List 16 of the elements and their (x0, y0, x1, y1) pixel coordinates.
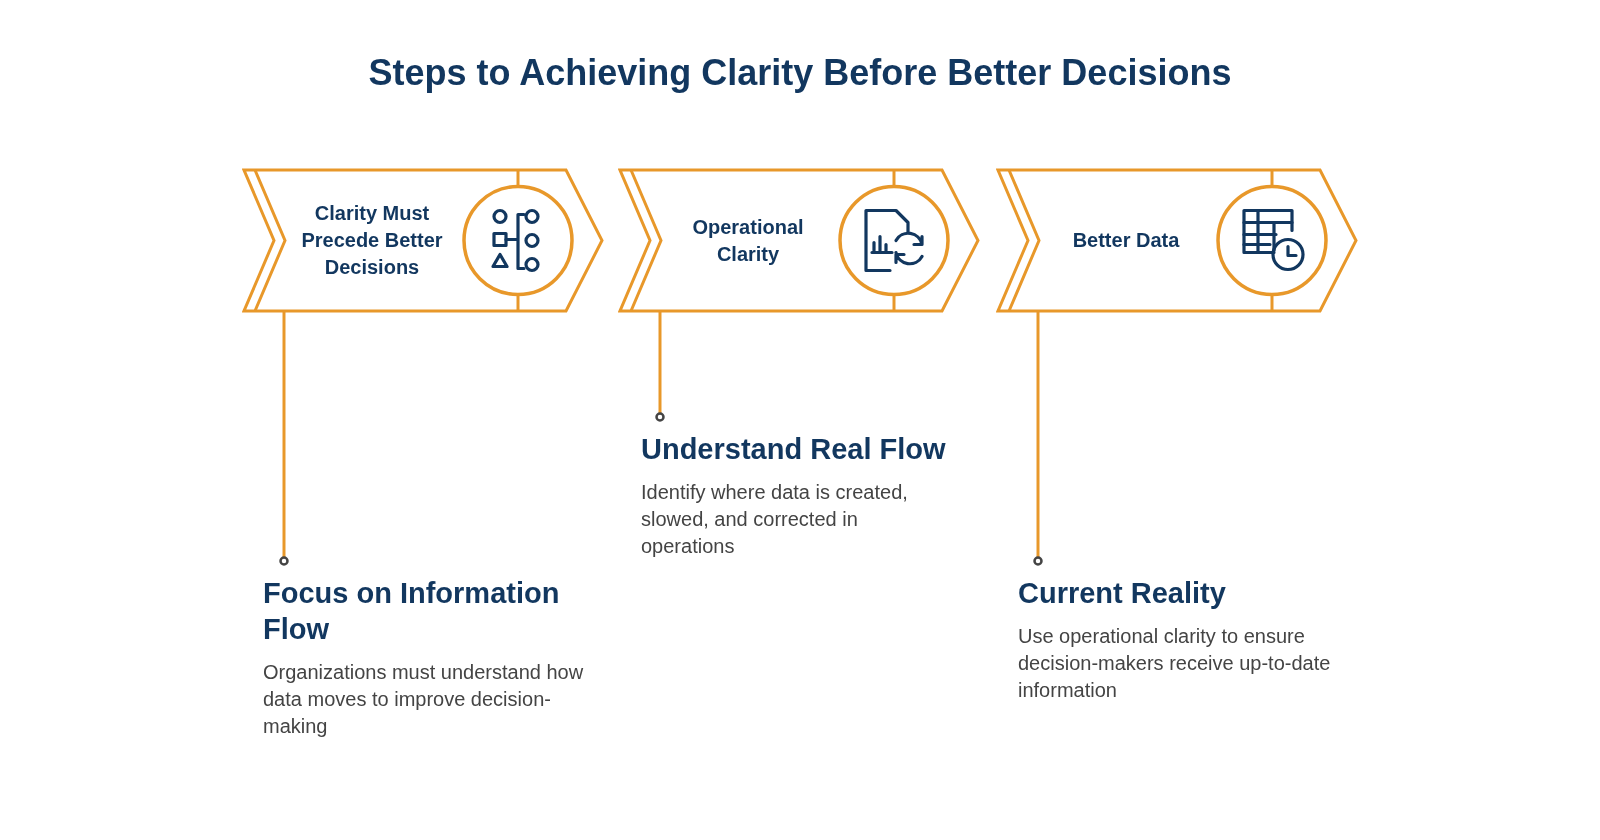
step-title: Better Data (1071, 228, 1181, 253)
step-heading: Current Reality (1018, 576, 1227, 611)
leader-line (1033, 311, 1043, 566)
step-heading: Understand Real Flow (641, 432, 947, 467)
chevron-step (242, 168, 604, 313)
leader-line (655, 311, 665, 422)
step-title: Clarity Must Precede Better Decisions (300, 201, 444, 280)
step-description: Organizations must understand how data moves to improve decision-making (263, 660, 585, 739)
step-description: Identify where data is created, slowed, and corrected in operations (641, 480, 909, 559)
chevron-step (618, 168, 980, 313)
step-heading: Focus on Information Flow (263, 576, 561, 647)
step-description: Use operational clarity to ensure decision-makers receive up-to-date information (1018, 624, 1332, 703)
chevron-step (996, 168, 1358, 313)
diagram-title: Steps to Achieving Clarity Before Better Decisions (367, 52, 1233, 94)
step-title: Operational Clarity (691, 214, 805, 267)
leader-line (279, 311, 289, 566)
